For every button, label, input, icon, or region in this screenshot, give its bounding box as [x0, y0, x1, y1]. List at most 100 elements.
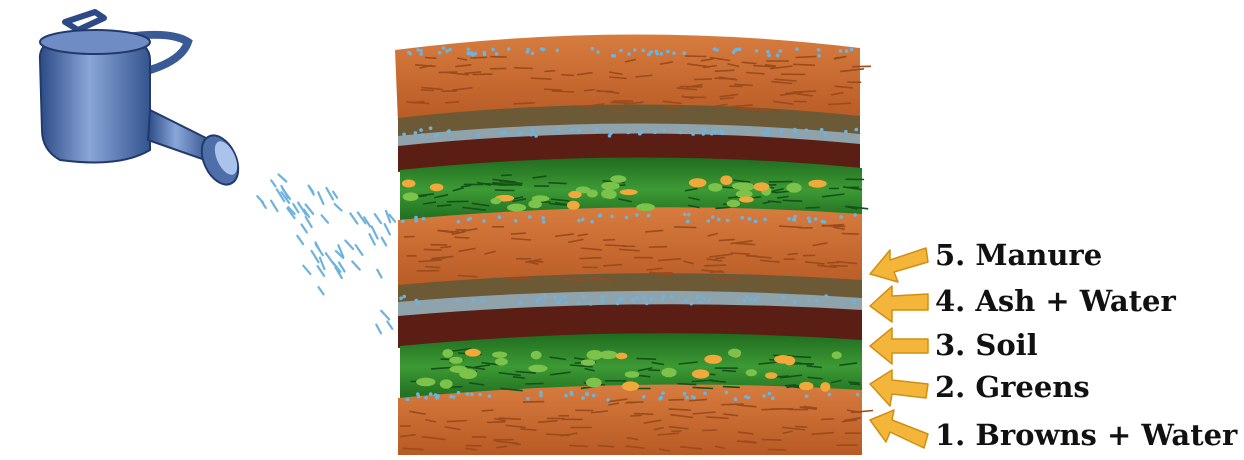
water-drop — [735, 48, 739, 52]
water-drop — [817, 54, 821, 58]
arrow-icon — [868, 324, 930, 368]
water-drop — [596, 128, 600, 132]
water-drop — [570, 392, 574, 396]
water-drop — [335, 204, 342, 210]
water-drop — [543, 295, 547, 299]
water-drop — [372, 227, 378, 239]
grass-stroke — [677, 384, 696, 385]
water-drop — [850, 48, 854, 52]
straw-stroke — [762, 440, 782, 441]
water-drop — [542, 220, 546, 224]
straw-stroke — [561, 75, 574, 76]
water-drop — [662, 129, 666, 133]
water-drop — [610, 215, 614, 219]
water-drop — [616, 302, 620, 306]
water-drop — [417, 395, 421, 399]
straw-stroke — [603, 240, 615, 241]
water-drop — [824, 132, 828, 136]
water-drop — [845, 49, 849, 53]
water-drop — [442, 46, 446, 50]
water-drop — [424, 396, 428, 400]
grass-stroke — [783, 200, 803, 201]
water-drop — [507, 47, 511, 51]
water-drop — [745, 295, 749, 299]
water-drop — [402, 133, 406, 137]
leaf — [625, 371, 640, 378]
water-drop — [627, 52, 631, 56]
water-drop — [326, 188, 333, 200]
straw-stroke — [842, 233, 859, 234]
straw-stroke — [634, 414, 653, 415]
water-drop — [852, 299, 856, 303]
water-drop — [345, 241, 353, 249]
water-drop — [766, 50, 770, 54]
water-drop — [419, 49, 423, 53]
straw-stroke — [793, 64, 815, 65]
water-drop — [824, 294, 828, 298]
water-drop — [414, 219, 418, 223]
water-drop — [557, 128, 561, 132]
water-drop — [696, 295, 700, 299]
straw-stroke — [669, 400, 685, 401]
water-drop — [720, 132, 724, 136]
water-drop — [766, 128, 770, 132]
arrow-icon — [868, 366, 930, 410]
water-drop — [436, 132, 440, 136]
water-drop — [352, 261, 360, 269]
leaf — [450, 366, 468, 373]
water-drop — [303, 266, 310, 274]
water-drop — [421, 133, 425, 137]
leaf — [753, 182, 769, 191]
leaf — [746, 369, 757, 376]
leaf — [492, 352, 507, 358]
leaf — [739, 196, 754, 202]
water-drop — [488, 394, 492, 398]
water-drop — [377, 270, 381, 278]
water-drop — [318, 192, 323, 204]
grass-stroke — [722, 370, 736, 371]
leaf — [531, 351, 542, 360]
leaf — [774, 355, 792, 364]
water-drop — [740, 216, 744, 220]
leaf — [430, 184, 444, 192]
leaf — [402, 180, 416, 188]
water-drop — [647, 214, 651, 218]
leaf — [799, 382, 813, 390]
water-drop — [686, 220, 690, 224]
water-drop — [482, 219, 486, 223]
water-drop — [570, 128, 574, 132]
leaf — [610, 175, 626, 183]
water-drop — [279, 174, 287, 181]
leaf — [786, 183, 801, 193]
leaf — [708, 183, 722, 192]
water-drop — [635, 296, 639, 300]
water-drop — [419, 128, 423, 132]
water-drop — [582, 295, 586, 299]
water-drop — [734, 397, 738, 401]
water-drop — [856, 393, 860, 397]
water-drop — [670, 295, 674, 299]
water-drop — [840, 215, 844, 219]
straw-stroke — [514, 68, 533, 69]
water-drop — [495, 52, 499, 56]
water-drop — [726, 219, 730, 223]
water-drop — [762, 394, 766, 398]
water-drop — [611, 54, 615, 58]
water-drop — [702, 132, 706, 136]
water-drop — [707, 219, 711, 223]
straw-stroke — [470, 57, 487, 58]
water-drop — [482, 51, 486, 55]
water-drop — [807, 216, 811, 220]
water-drop — [782, 295, 786, 299]
water-drop — [333, 192, 337, 198]
leaf — [737, 182, 755, 191]
water-drop — [756, 296, 760, 300]
water-drop — [456, 298, 460, 302]
water-drop — [814, 217, 818, 221]
water-drop — [672, 51, 676, 55]
water-drop — [661, 391, 665, 395]
water-drop — [385, 224, 390, 235]
grass-stroke — [636, 358, 656, 359]
water-drop — [855, 128, 859, 132]
water-drop — [608, 134, 612, 138]
